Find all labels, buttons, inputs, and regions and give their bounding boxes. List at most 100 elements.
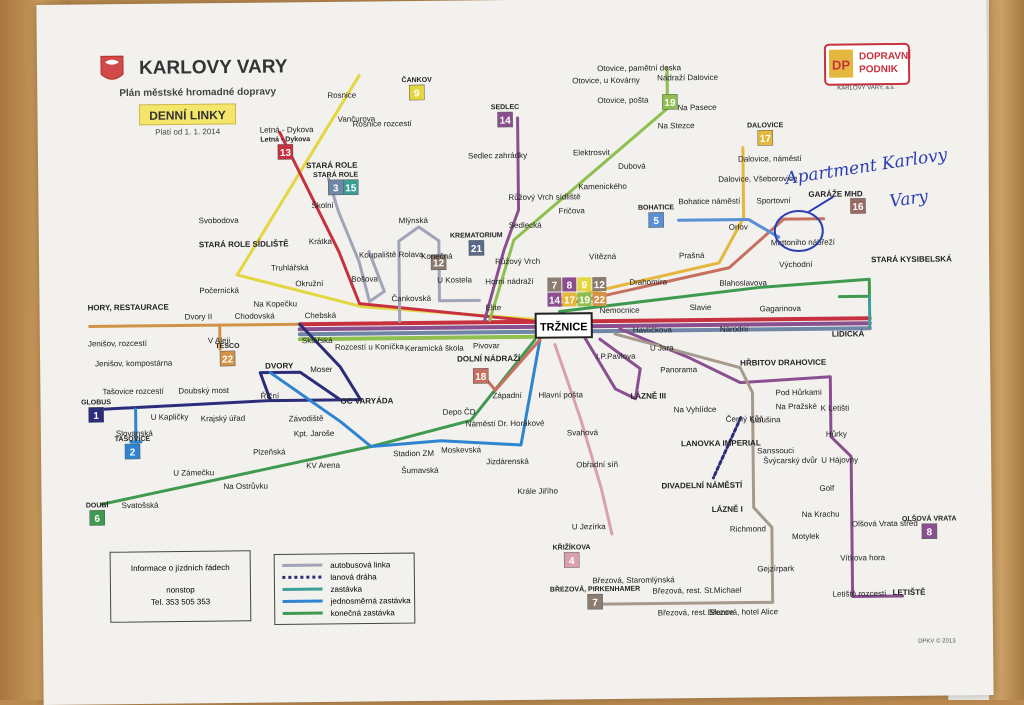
- operator-line2: PODNIK: [859, 64, 899, 75]
- stop-label: Bošova: [351, 274, 378, 283]
- stop-label: LIDICKÁ: [832, 329, 865, 338]
- stop-label: OC VARYÁDA: [340, 396, 393, 406]
- stop-label: Vítězná: [589, 252, 617, 261]
- stop-label: Březová, Staromlýnská: [592, 575, 675, 585]
- hub-line-badge-number: 9: [581, 280, 587, 291]
- stop-label: Fričova: [559, 206, 586, 215]
- line-badge-label: BŘEZOVÁ, PIRKENHAMER: [550, 584, 640, 594]
- stop-label: Západní: [492, 391, 522, 400]
- stop-label: Čankovská: [391, 294, 431, 303]
- stop-label: Březová, hotel Alice: [708, 607, 779, 617]
- line-badge-number: 22: [222, 354, 234, 365]
- stop-label: Nádraží Dalovice: [657, 73, 719, 83]
- stop-label: Svobodova: [199, 216, 240, 225]
- stop-label: Stadion ZM: [393, 449, 434, 458]
- stop-label: Nemocnice: [600, 306, 641, 315]
- stop-label: Na Vyhlídce: [674, 405, 717, 414]
- stop-label: Rozcestí u Koníčka: [335, 342, 405, 352]
- line-badge-label: SEDLEC: [491, 104, 519, 111]
- handwritten-arrow: [808, 197, 833, 212]
- legend-item-label: zastávka: [330, 585, 362, 594]
- map-city-title: KARLOVY VARY: [139, 56, 288, 79]
- line-badge-number: 14: [499, 116, 511, 127]
- line-badge-label: ČANKOV: [401, 75, 432, 84]
- stop-label: Krátka: [309, 237, 333, 246]
- stop-label: Na Pražské: [776, 402, 818, 411]
- stop-label: Krále Jiřího: [517, 487, 558, 496]
- stop-label: Chebská: [305, 311, 337, 320]
- line-badge-number: 18: [475, 372, 487, 383]
- line-badge-number: 6: [94, 514, 100, 525]
- stop-label: Na Stezce: [658, 121, 696, 130]
- stop-label: Svatošská: [122, 501, 160, 510]
- stop-label: Chodovská: [235, 312, 276, 321]
- stop-label: Otovice, u Kovárny: [572, 76, 640, 86]
- line-badge-label: STARÁ ROLE: [313, 170, 358, 179]
- stop-label: GARÁŽE MHD: [808, 189, 863, 199]
- line-badge-label: DALOVICE: [747, 122, 784, 129]
- stop-label: Březová, rest. St.Michael: [652, 586, 741, 596]
- stop-label: Plzeňská: [253, 447, 286, 456]
- stop-label: U Kostela: [437, 275, 472, 284]
- stop-label: Doubský most: [178, 386, 230, 396]
- line-badge-number: 4: [569, 556, 575, 567]
- stop-label: Otovice, pošta: [597, 96, 649, 106]
- stop-label: Jizdárenská: [486, 457, 529, 466]
- line-badge-label: BOHATICE: [638, 204, 674, 211]
- map-subtitle: Plán městské hromadné dopravy: [119, 86, 276, 99]
- stop-label: LANOVKA IMPERIAL: [681, 438, 761, 448]
- stop-label: Moser: [310, 365, 333, 374]
- line-badge-number: 13: [280, 148, 292, 159]
- map-credit: DPKV © 2013: [918, 637, 956, 644]
- operator-line3: KARLOVY VARY, a.s.: [837, 85, 895, 92]
- stop-label: Hůrky: [826, 430, 847, 439]
- lines-title: DENNÍ LINKY: [149, 107, 226, 123]
- stop-label: Elite: [486, 303, 502, 312]
- info-phone: Tel. 353 505 353: [151, 597, 211, 607]
- stop-label: Národní: [720, 325, 749, 334]
- stop-label: HŘBITOV DRAHOVICE: [740, 358, 827, 368]
- stop-label: Letiště rozcestí: [833, 589, 888, 599]
- stop-label: I.P.Pavlova: [596, 352, 636, 361]
- stop-label: Elektrosvit: [573, 148, 611, 157]
- line-badge-number: 8: [927, 527, 933, 538]
- hub-name: TRŽNICE: [540, 320, 588, 333]
- line-badge-label: GLOBUS: [81, 399, 111, 406]
- hub-line-badge-number: 17: [564, 295, 576, 306]
- route-line-22: [90, 324, 300, 326]
- legend-item-label: lanová dráha: [330, 572, 377, 581]
- line-badge-label: DOUBÍ: [86, 500, 110, 509]
- stop-label: STARÁ KYSIBELSKÁ: [871, 254, 952, 264]
- stop-label: Orlov: [729, 223, 748, 232]
- stop-label: Rosnice rozcestí: [353, 119, 413, 129]
- line-badge-label: KREMATORIUM: [450, 232, 503, 240]
- stop-label: Šumavská: [401, 466, 439, 475]
- stop-label: Rosnice: [327, 91, 357, 100]
- stop-label: Dvory II: [185, 312, 213, 321]
- line-badge-number: 19: [664, 98, 676, 109]
- legend-item-label: konečná zastávka: [331, 608, 396, 618]
- valid-from: Platí od 1. 1. 2014: [155, 127, 221, 137]
- stop-label: Horní nádraží: [485, 277, 534, 287]
- stop-label: LÁZNĚ III: [630, 391, 666, 400]
- stop-label: Jenišov, rozcestí: [88, 339, 148, 349]
- route-line-14: [483, 118, 520, 320]
- stop-label: Depo ČD: [443, 407, 476, 416]
- stop-label: Závodiště: [289, 414, 324, 423]
- line-badge-number: 9: [414, 88, 420, 99]
- line-badge-number: 15: [345, 183, 357, 194]
- line-badge-label: KŘIŽÍKOVA: [553, 542, 591, 551]
- route-line: [300, 337, 540, 340]
- stop-label: Golf: [819, 484, 835, 493]
- handwritten-note-line2: Vary: [888, 186, 930, 212]
- stop-label: U Jezírka: [572, 522, 606, 531]
- hub-line-badge-number: 8: [566, 280, 572, 291]
- transit-map-sheet: KARLOVY VARY Plán městské hromadné dopra…: [36, 0, 993, 705]
- stop-label: U Hájovny: [821, 455, 858, 464]
- stop-label: Blahoslavova: [719, 278, 767, 288]
- line-badge-number: 2: [130, 447, 136, 458]
- city-crest-icon: [101, 56, 123, 79]
- stop-label: DOLNÍ NÁDRAŽÍ: [457, 354, 521, 364]
- stop-label: Růžový Vrch sídliště: [508, 192, 581, 202]
